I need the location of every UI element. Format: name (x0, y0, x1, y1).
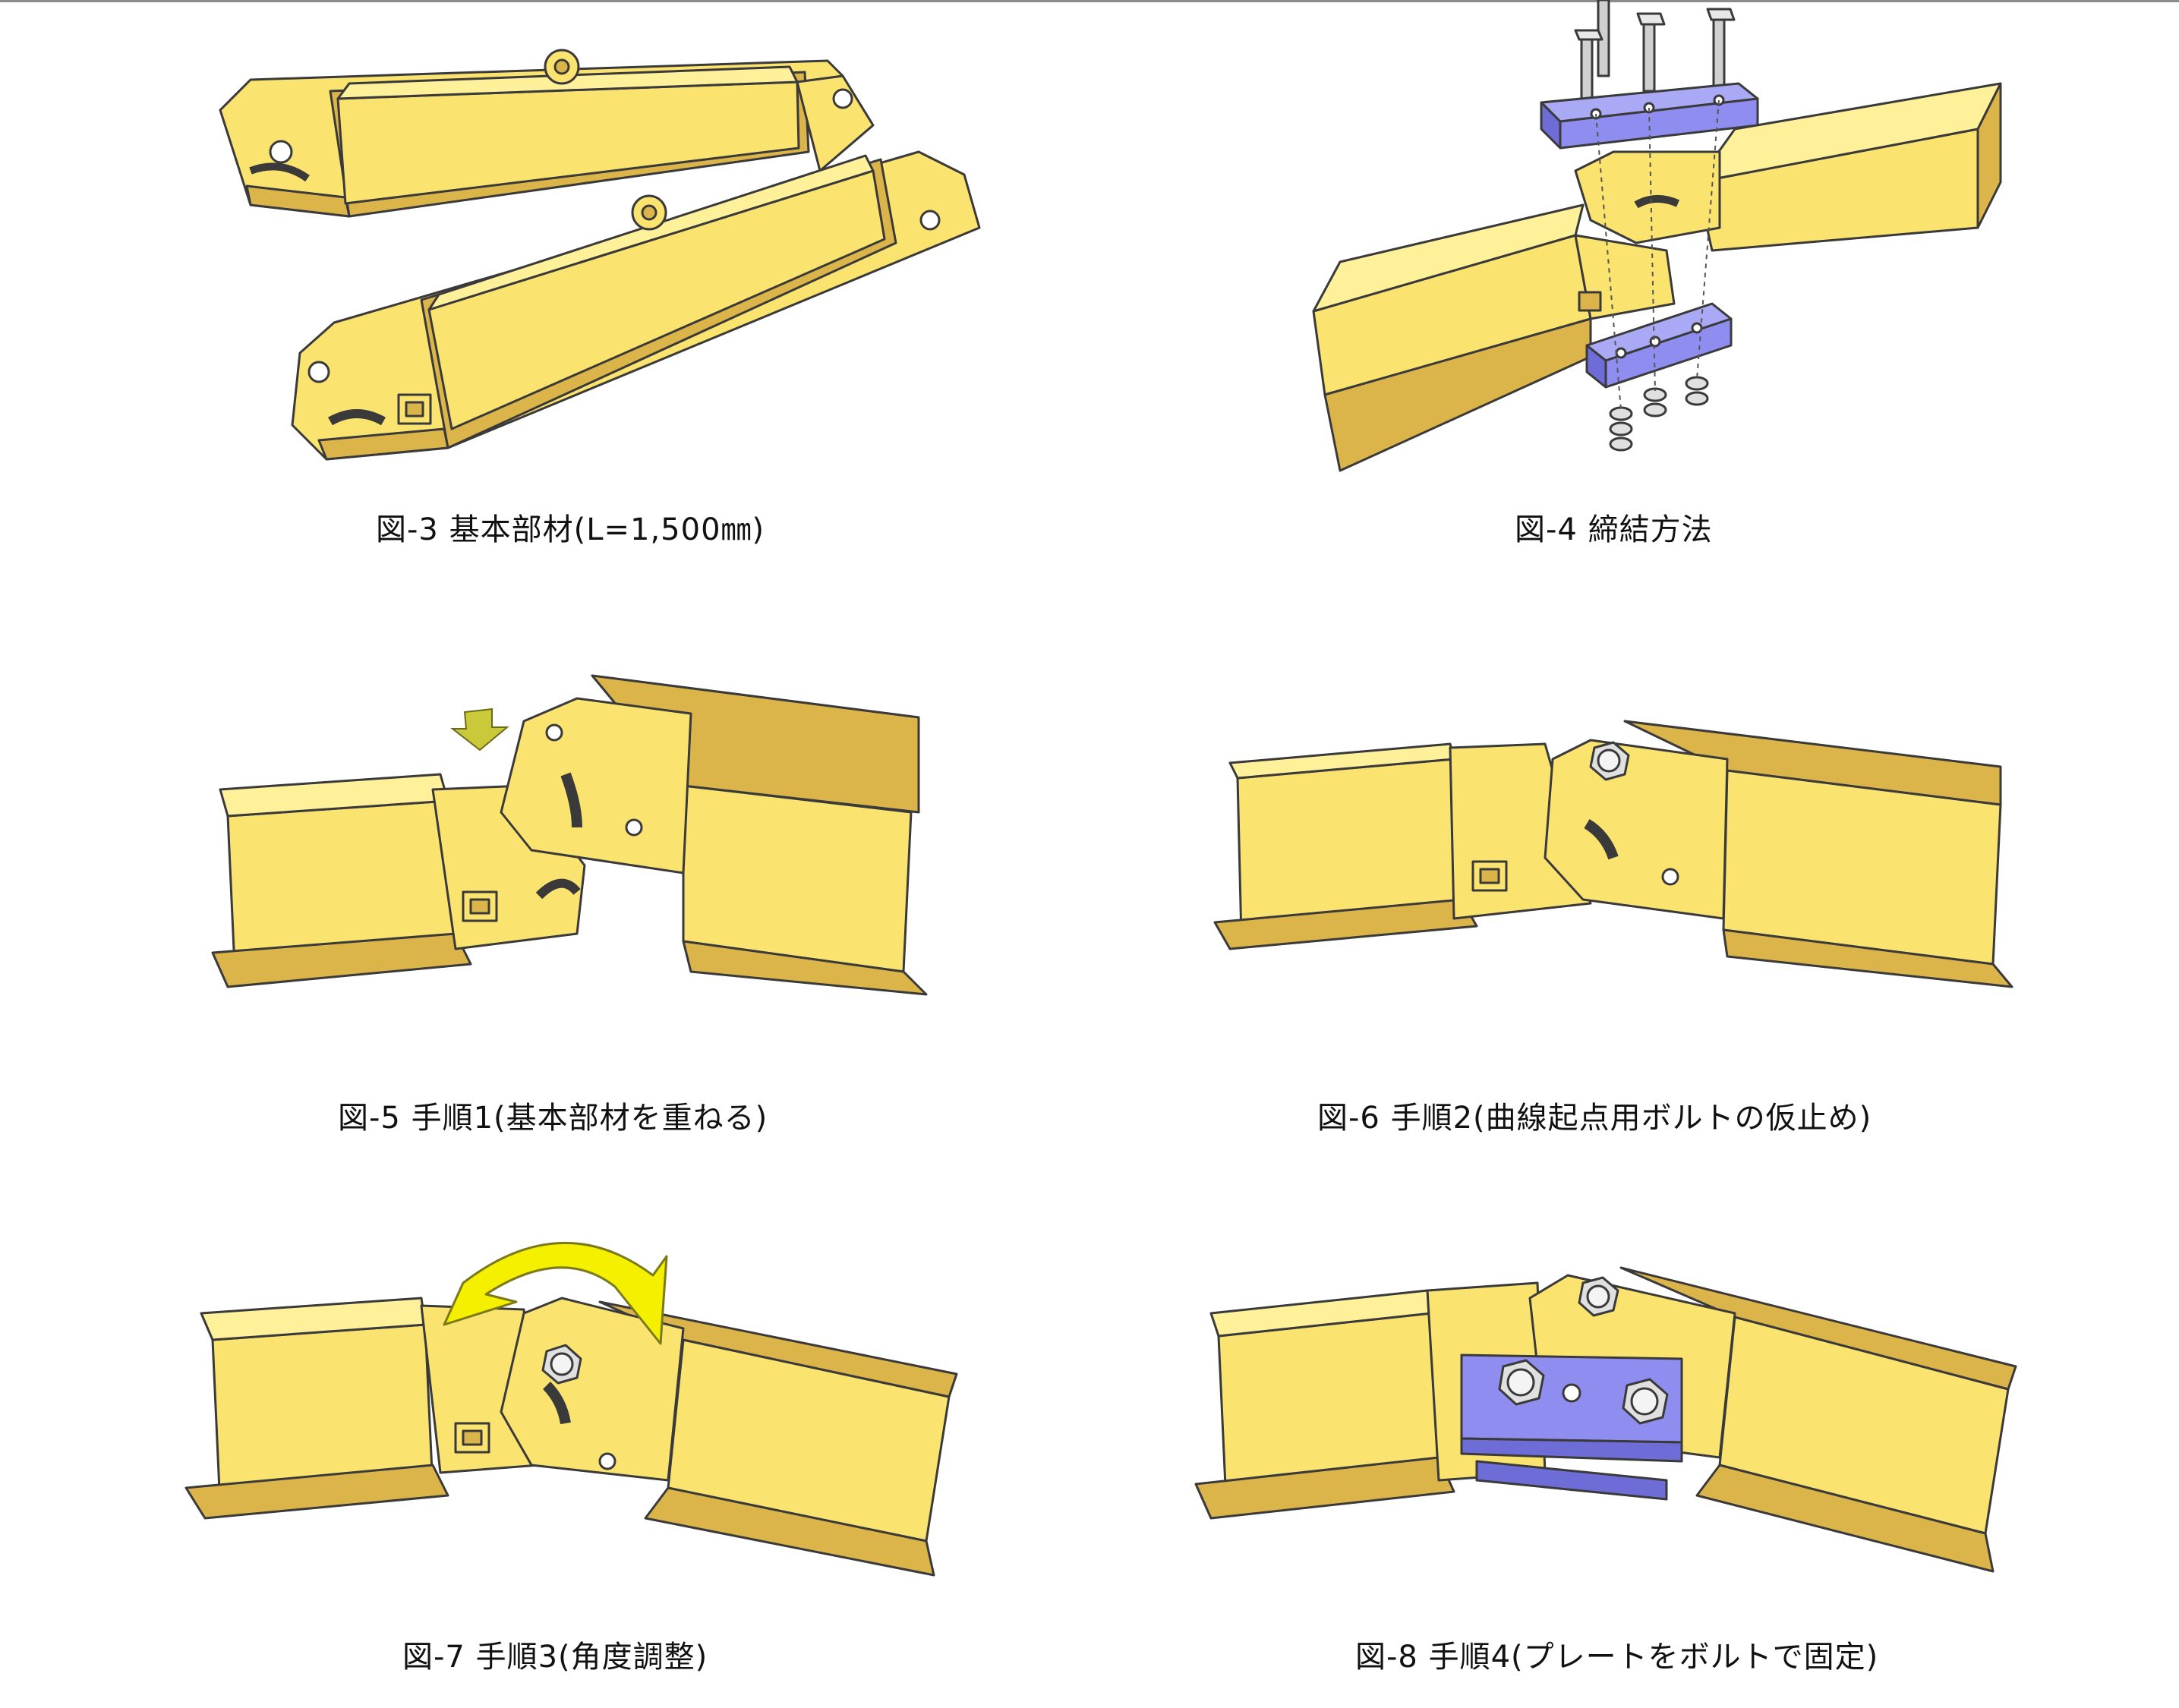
right-member (1574, 82, 2002, 252)
figure-4: 図-4 締結方法 (1090, 0, 2179, 577)
left-member (184, 1297, 541, 1520)
hex-bolt-icon (1578, 1276, 1619, 1317)
left-member (1312, 203, 1676, 472)
step2-drawing (1213, 720, 2013, 988)
right-member (1544, 720, 2013, 988)
figure-4-caption: 図-4 締結方法 (1515, 512, 1713, 547)
step4-drawing (1194, 1266, 2017, 1573)
figure-6: 図-6 手順2(曲線起点用ボルトの仮止め) (1090, 638, 2179, 1161)
top-rule (0, 0, 2179, 2)
bolts-top (1574, 0, 1736, 108)
left-member (1194, 1281, 1547, 1520)
figure-5: 図-5 手順1(基本部材を重ねる) (0, 638, 1090, 1161)
hex-bolt-icon (1498, 1359, 1545, 1406)
figure-7: 図-7 手順3(角度調整) (0, 1161, 1090, 1708)
hex-bolt-icon (1589, 741, 1630, 781)
left-member (211, 773, 586, 988)
rotate-arrow-icon (443, 1242, 668, 1345)
figure-3: 図-3 基本部材(L=1,500㎜) (0, 0, 1090, 577)
down-arrow-icon (450, 707, 509, 752)
basic-member-drawing (219, 49, 981, 461)
bottom-plate (1475, 1460, 1668, 1501)
upper-plate (1540, 82, 1759, 150)
figure-8: 図-8 手順4(プレートをボルトで固定) (1090, 1161, 2179, 1708)
step3-drawing (184, 1242, 958, 1577)
figure-3-caption: 図-3 基本部材(L=1,500㎜) (376, 512, 765, 547)
hex-bolt-icon (541, 1344, 582, 1385)
left-member (1213, 742, 1592, 950)
hex-bolt-icon (1622, 1378, 1669, 1425)
right-member (500, 1297, 958, 1577)
step1-drawing (211, 674, 928, 996)
lower-basic-member (291, 150, 981, 461)
fastening-method-drawing (1312, 0, 2002, 472)
figure-7-caption: 図-7 手順3(角度調整) (402, 1640, 708, 1675)
nuts (1609, 376, 1709, 452)
figure-8-caption: 図-8 手順4(プレートをボルトで固定) (1355, 1640, 1879, 1675)
figure-6-caption: 図-6 手順2(曲線起点用ボルトの仮止め) (1317, 1101, 1872, 1136)
figure-5-caption: 図-5 手順1(基本部材を重ねる) (338, 1101, 768, 1136)
upper-basic-member (219, 49, 875, 218)
right-member (500, 674, 928, 996)
